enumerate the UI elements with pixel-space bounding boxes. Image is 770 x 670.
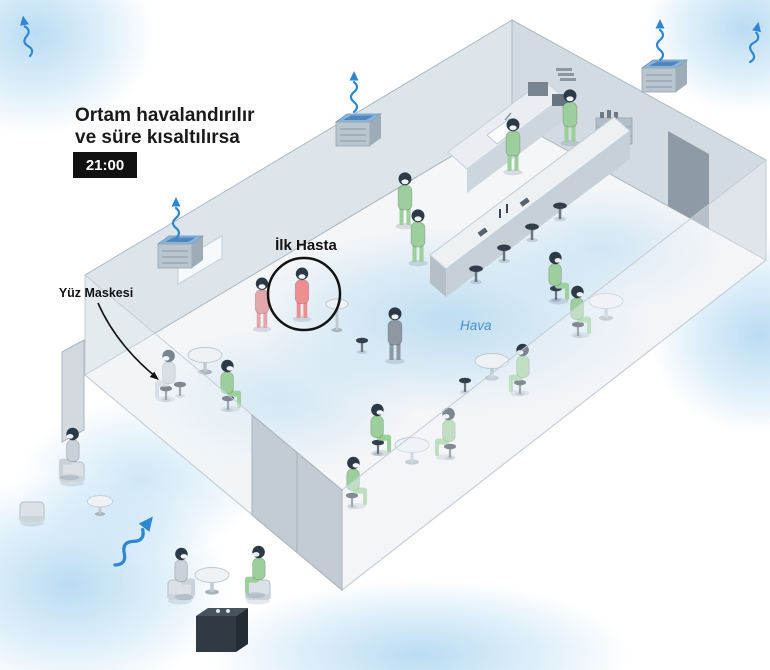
- ventilation-unit-icon: [157, 235, 204, 269]
- first-patient-circle: [266, 256, 342, 332]
- face-mask-arrow: [97, 302, 157, 378]
- cabinet: [196, 608, 248, 652]
- ventilation-unit-icon: [641, 59, 688, 93]
- ventilation-unit-icon: [335, 113, 382, 147]
- wavy-arrow-icon: [348, 69, 360, 114]
- title-line-2: ve süre kısaltılırsa: [75, 127, 240, 148]
- label-air: Hava: [460, 318, 492, 333]
- time-badge-text: 21:00: [86, 157, 124, 174]
- armchair: [19, 501, 45, 527]
- annotation-layer: İlk Hasta Yüz Maskesi Hava Ortam havalan…: [59, 105, 492, 380]
- bar-counter: [429, 116, 631, 297]
- face-mask-arrowhead: [149, 371, 159, 380]
- open-door-leaf: [61, 339, 85, 443]
- time-badge: [73, 152, 137, 178]
- title-line-1: Ortam havalandırılır: [75, 105, 255, 126]
- room-wall-front-left: [61, 273, 343, 592]
- door: [668, 131, 709, 229]
- label-first-patient: İlk Hasta: [275, 237, 337, 254]
- label-face-mask: Yüz Maskesi: [59, 286, 133, 300]
